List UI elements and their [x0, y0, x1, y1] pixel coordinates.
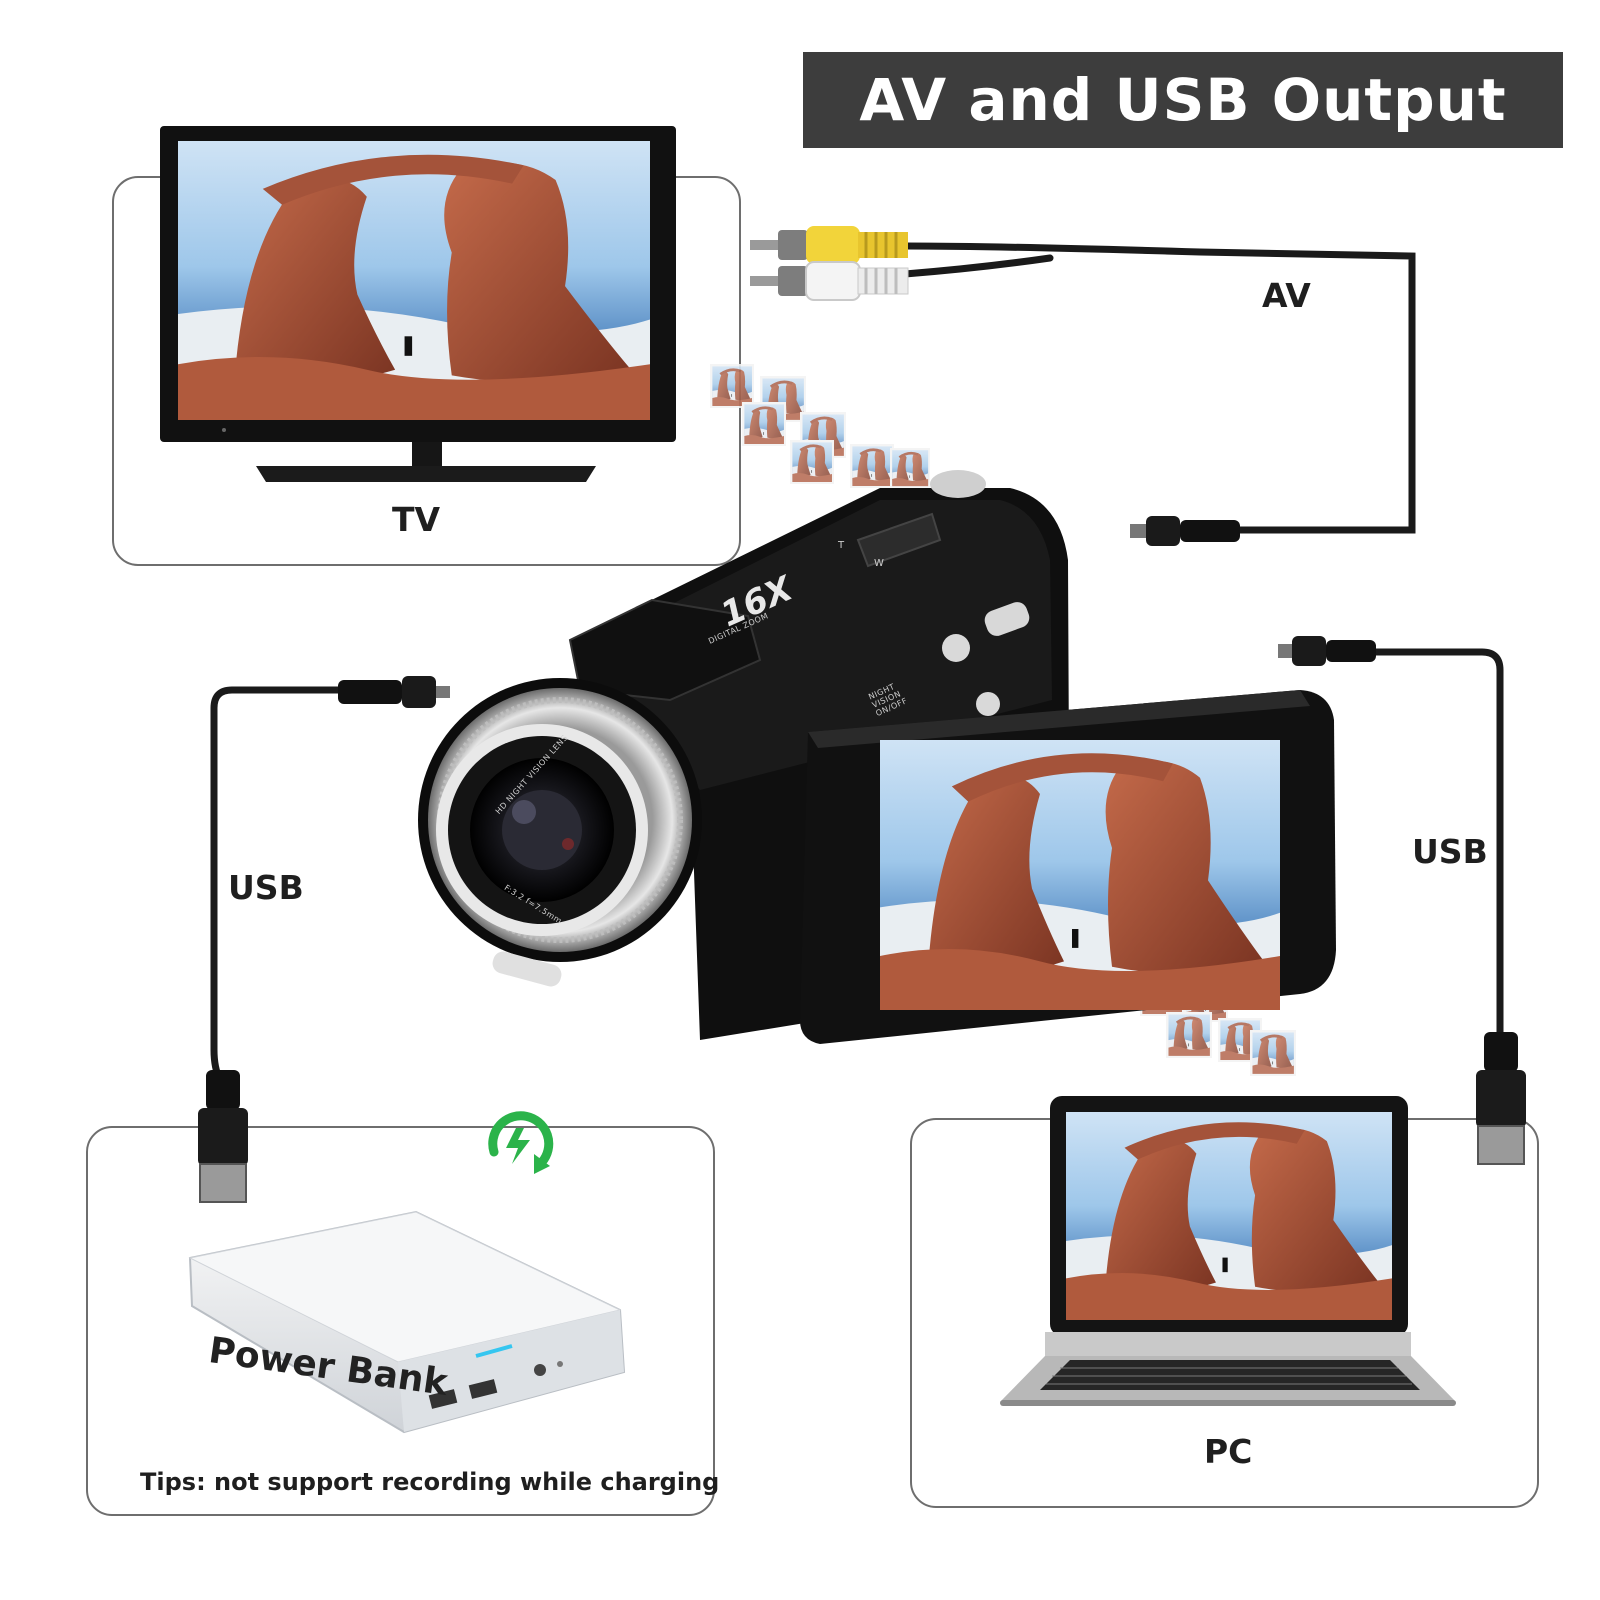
zoom-w-label: W: [874, 558, 885, 569]
usb-plug-icon: [198, 1070, 248, 1203]
tv-label: TV: [392, 500, 441, 539]
page-title: AV and USB Output: [803, 52, 1563, 148]
usb-plug-icon: [1476, 1032, 1526, 1165]
pc-label: PC: [1204, 1432, 1253, 1471]
av-label: AV: [1262, 276, 1311, 315]
usb-cable-right: [1366, 648, 1504, 1044]
usb-right-label: USB: [1412, 832, 1488, 871]
zoom-t-label: T: [838, 540, 845, 551]
av-cable: [901, 242, 1416, 534]
usb-left-label: USB: [228, 868, 304, 907]
charging-icon: [488, 1111, 554, 1174]
mini-usb-plug-icon: [338, 676, 450, 708]
mini-usb-plug-icon: [1130, 516, 1240, 546]
tv-illustration: [160, 126, 676, 482]
mini-usb-plug-icon: [1278, 636, 1376, 666]
power-bank: [188, 1210, 626, 1434]
charging-tip: Tips: not support recording while chargi…: [140, 1468, 720, 1496]
laptop-screen-image: [1066, 1112, 1392, 1320]
camcorder-lcd-image: [880, 740, 1280, 1010]
rca-plug-icon: [750, 226, 909, 301]
transfer-thumbnails-top: [710, 364, 930, 488]
